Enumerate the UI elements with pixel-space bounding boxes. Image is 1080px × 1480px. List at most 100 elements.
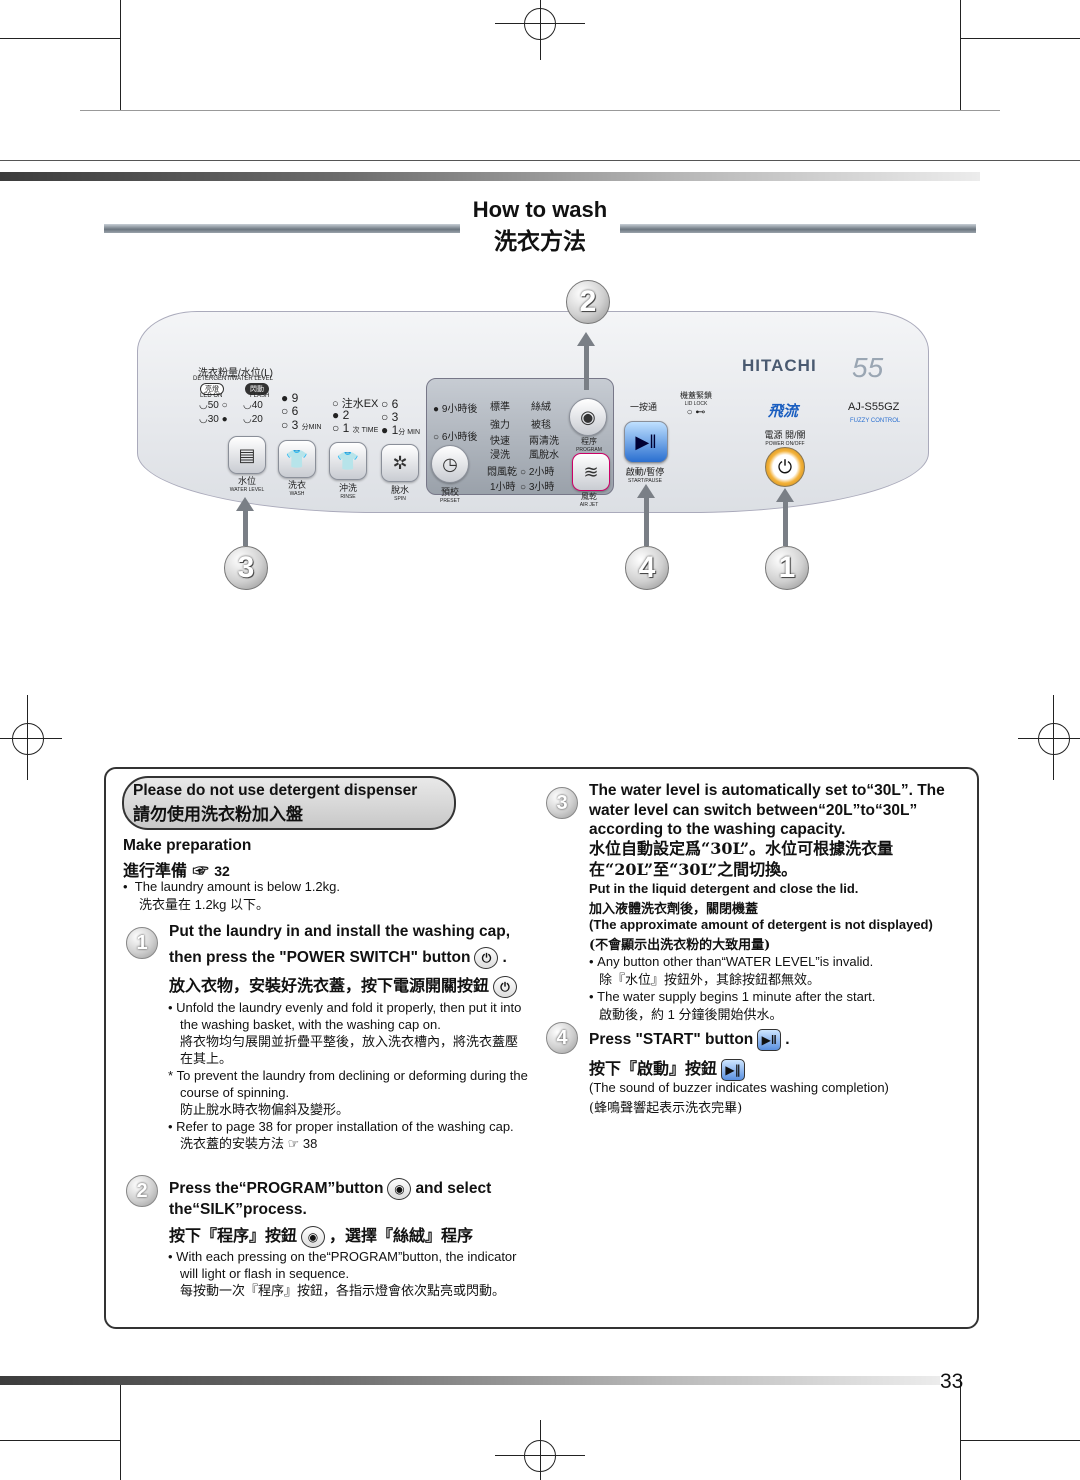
program-icon: ◉ xyxy=(387,1178,412,1200)
callout-badge-4: 4 xyxy=(625,546,669,590)
prog-2h: ○ 2小時 xyxy=(520,467,555,478)
rinse-2: ● 2 xyxy=(332,408,350,422)
crop-mark xyxy=(960,0,961,110)
warning-en: Please do not use detergent dispenser xyxy=(133,782,418,799)
water-level-button[interactable]: ▤ xyxy=(228,436,266,474)
rinse-button[interactable]: 👕 xyxy=(329,442,367,480)
wash-time-3: ○ 3 分MIN xyxy=(281,418,322,432)
prog-standard: 標準 xyxy=(490,402,510,413)
crop-mark xyxy=(0,160,1080,161)
callout-arrow-1 xyxy=(783,501,788,546)
callout-arrow-1 xyxy=(776,488,794,502)
crop-mark xyxy=(960,1440,1080,1441)
registration-mark xyxy=(1038,723,1070,755)
series-logo: 55 xyxy=(852,352,884,383)
water-level-sub: DETERGENT/WATER LEVEL xyxy=(193,376,274,382)
step-badge-3: 3 xyxy=(546,787,578,819)
crop-mark xyxy=(960,1380,961,1480)
step3-sub-zh: 加入液體洗衣劑後，關閉機蓋 xyxy=(589,902,759,917)
flash-label: 閃動 xyxy=(245,383,269,395)
fuzzy-control: FUZZY CONTROL xyxy=(850,418,901,424)
callout-badge-3: 3 xyxy=(224,546,268,590)
callout-arrow-4 xyxy=(637,484,655,498)
spin-1: ● 1分 MIN xyxy=(381,423,421,437)
step4-text: Press "START" button▶‖. xyxy=(589,1029,790,1051)
water-level-title: 洗衣粉量/水位(L) xyxy=(198,368,273,379)
step2-bullets: • With each pressing on the“PROGRAM”butt… xyxy=(168,1249,517,1298)
step-badge-2: 2 xyxy=(126,1175,158,1207)
warning-zh: 請勿使用洗衣粉加入盤 xyxy=(133,805,303,825)
registration-mark xyxy=(524,8,556,40)
step3-sub: Put in the liquid detergent and close th… xyxy=(589,881,859,896)
spin-3: ○ 3 xyxy=(381,410,399,424)
power-button[interactable]: ⏻ xyxy=(765,447,805,487)
step2-text: Press the“PROGRAM”button◉and select the“… xyxy=(169,1178,539,1220)
brand-logo: HITACHI xyxy=(742,356,817,375)
step1-zh: 放入衣物，安裝好洗衣蓋，按下電源開關按鈕⏻ xyxy=(169,972,521,998)
prog-rinse-clean: 兩清洗 xyxy=(529,436,559,447)
step1-text: Put the laundry in and install the washi… xyxy=(169,919,539,971)
preset-button[interactable]: ◷ xyxy=(431,445,469,483)
prep-heading: Make preparation xyxy=(123,837,252,854)
prog-silk: 絲絨 xyxy=(531,402,551,413)
callout-arrow-2 xyxy=(584,345,589,390)
wash-time-6: ○ 6 xyxy=(281,404,299,418)
callout-badge-1: 1 xyxy=(765,546,809,590)
crop-mark xyxy=(120,0,121,110)
wash-button[interactable]: 👕 xyxy=(278,440,316,478)
page-number: 33 xyxy=(940,1370,964,1393)
crop-mark xyxy=(80,110,1000,111)
led-on-label: 亮燈 xyxy=(200,383,224,395)
prog-3h: ○ 3小時 xyxy=(520,482,555,493)
prog-soak: 浸洗 xyxy=(490,450,510,461)
start-icon: ▶‖ xyxy=(757,1029,782,1051)
program-button[interactable]: ◉ xyxy=(569,398,607,436)
level-50: ◡50 ○ xyxy=(199,400,228,411)
step4-note: (The sound of buzzer indicates washing c… xyxy=(589,1080,889,1095)
instruction-box xyxy=(104,767,979,1329)
prog-heavy: 強力 xyxy=(490,420,510,431)
callout-arrow-2 xyxy=(577,332,595,346)
program-icon: ◉ xyxy=(301,1225,326,1248)
prog-1h: 1小時 xyxy=(490,482,516,493)
step-badge-1: 1 xyxy=(126,927,158,959)
step3-zh: 水位自動設定爲“30L”。水位可根據洗衣量在“20L”至“30L”之間切換。 xyxy=(589,839,894,879)
start-pause-button[interactable]: ▶‖ xyxy=(624,421,668,463)
step1-bullets: • Unfold the laundry evenly and fold it … xyxy=(168,1000,528,1151)
prog-speedy: 快速 xyxy=(490,436,510,447)
registration-mark xyxy=(12,723,44,755)
callout-badge-2: 2 xyxy=(566,280,610,324)
step3-text: The water level is automatically set to“… xyxy=(589,782,945,838)
callout-arrow-3 xyxy=(236,497,254,511)
step4-note-zh: (蜂鳴聲響起表示洗衣完畢) xyxy=(589,1101,743,1116)
prog-blanket: 被毯 xyxy=(531,420,551,431)
step3-bullets: • Any button other than“WATER LEVEL”is i… xyxy=(589,954,876,1022)
crop-mark xyxy=(960,38,1080,39)
crop-mark xyxy=(120,1380,121,1480)
callout-arrow-3 xyxy=(243,510,248,546)
start-icon: ▶‖ xyxy=(721,1058,746,1081)
header-band xyxy=(0,172,980,181)
title-bar-left xyxy=(104,224,460,233)
preset-9h: ● 9小時後 xyxy=(433,404,478,415)
warning-pill xyxy=(122,776,456,830)
crop-mark xyxy=(0,38,120,39)
airjet-button[interactable]: ≋ xyxy=(572,453,610,491)
spin-button[interactable]: ✲ xyxy=(381,444,419,482)
prog-wind-dry: 風脫水 xyxy=(529,450,559,461)
step3-note: (The approximate amount of detergent is … xyxy=(589,917,933,932)
prep-heading-zh: 進行準備 ☞ 32 xyxy=(123,861,230,880)
step4-zh: 按下『啟動』按鈕▶‖ xyxy=(589,1055,749,1081)
page-title-zh: 洗衣方法 xyxy=(494,228,586,255)
preset-6h: ○ 6小時後 xyxy=(433,432,478,443)
crop-mark xyxy=(0,1440,120,1441)
prep-bullet: • The laundry amount is below 1.2kg.洗衣量在… xyxy=(123,879,341,912)
